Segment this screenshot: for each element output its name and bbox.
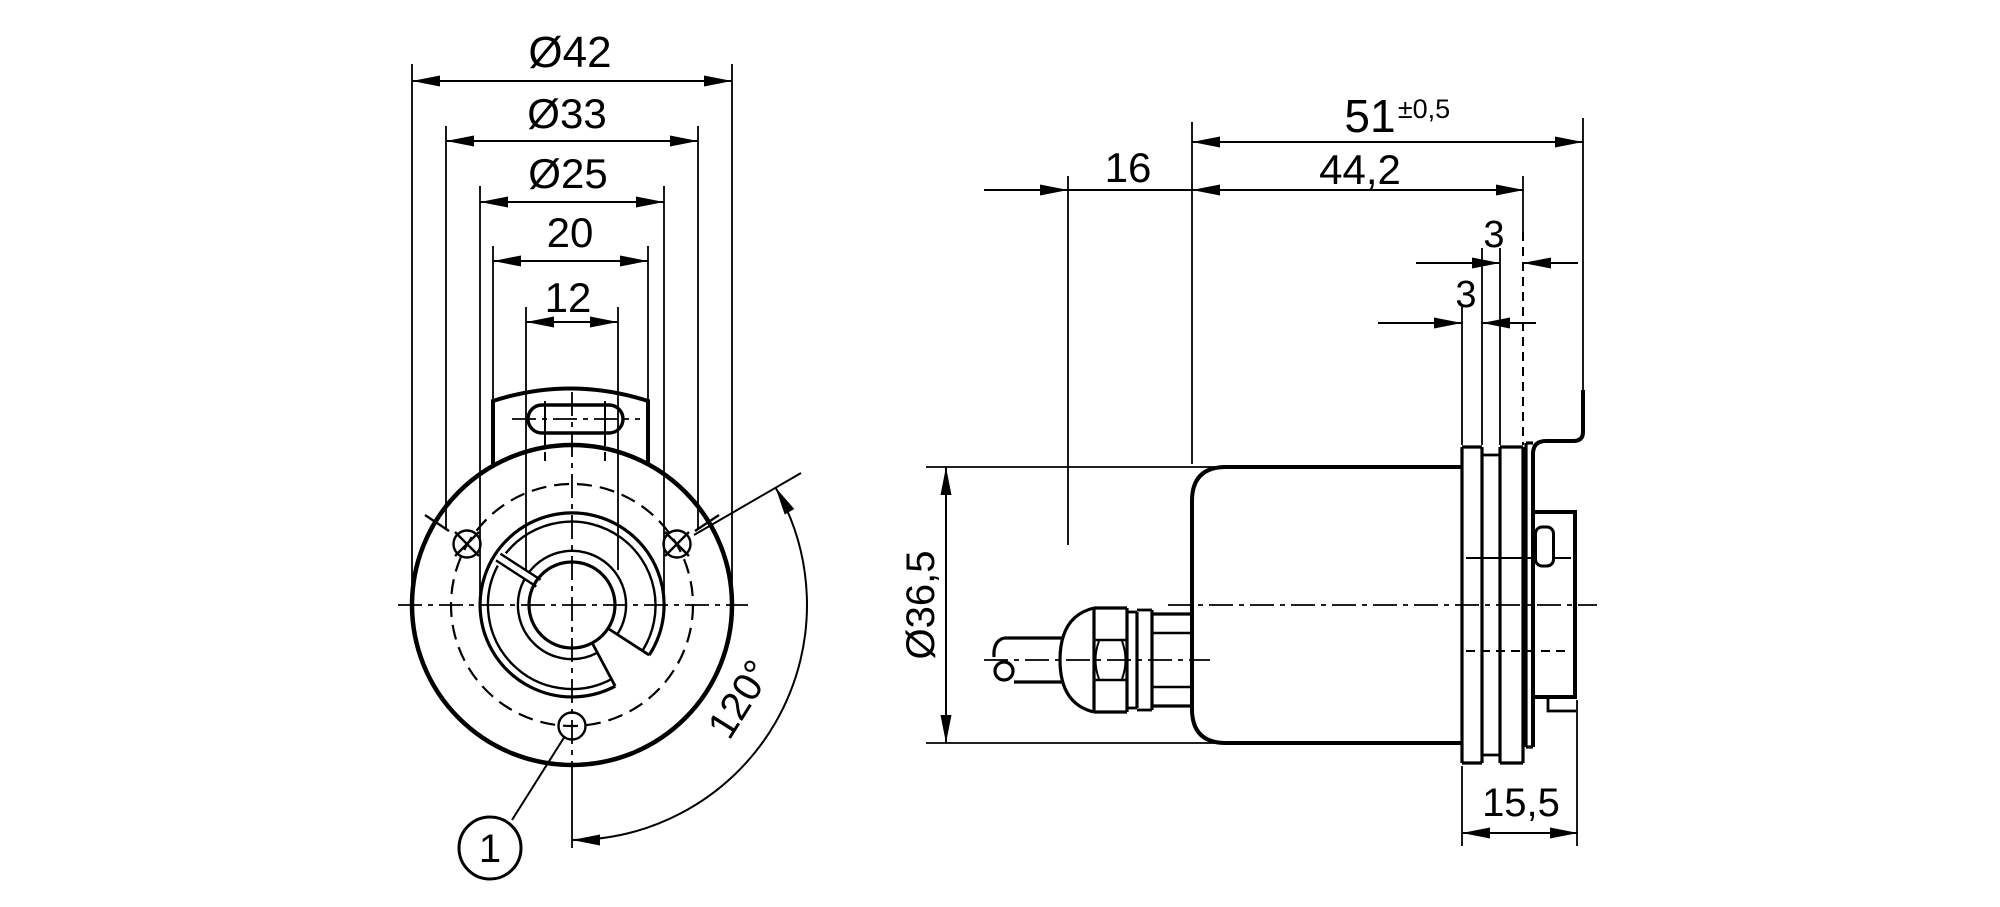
hollow-shaft-bore-circle: [527, 560, 617, 650]
balloon-circle: [457, 815, 523, 881]
arrowhead-left: [1462, 827, 1490, 839]
arrowhead-left: [1434, 317, 1462, 329]
encoder-housing-side: [1190, 390, 1585, 765]
callout-balloon-1: 1: [457, 735, 566, 881]
arrowhead-right: [620, 255, 648, 267]
dimension-length-15-5: 15,5: [1461, 700, 1578, 846]
arrowhead-left: [480, 196, 508, 208]
clamp-slit-edge-a: [499, 552, 542, 581]
arrowhead-top: [775, 487, 795, 515]
gland-hex-arc-right: [1121, 640, 1127, 680]
arrowhead-left: [412, 75, 440, 87]
clamp-gap-edge-upper: [608, 627, 650, 657]
gland-dome-profile: [1058, 606, 1095, 714]
dimension-label: Ø36,5: [899, 551, 943, 660]
dimension-width-12: 12: [525, 274, 619, 570]
dimension-label: Ø42: [528, 28, 611, 77]
balloon-number: 1: [479, 827, 501, 871]
dimension-label: Ø33: [527, 90, 606, 137]
arrowhead-left: [526, 316, 554, 328]
screw-slot-line-b: [454, 531, 480, 557]
dimension-diameter-36-5: Ø36,5: [899, 466, 1222, 744]
arrowhead-right: [670, 135, 698, 147]
bolt-circle-dashed: [449, 482, 695, 728]
angle-radial-line: [693, 472, 802, 536]
dimension-label: 51: [1344, 90, 1395, 142]
dimension-label: 3: [1455, 274, 1476, 316]
front-centerlines: [398, 392, 748, 848]
dimension-label: 12: [545, 274, 592, 321]
arrowhead-right: [1555, 136, 1583, 148]
collar-inner-circle-a: [486, 565, 612, 691]
cable-stub: [992, 636, 1063, 684]
clamp-lower-step: [1546, 698, 1576, 713]
dimension-rib-3-second: 3: [1378, 248, 1536, 445]
arrowhead-top: [940, 467, 952, 495]
dimension-width-20: 20: [492, 209, 649, 400]
dimension-length-16-and-44-2: 16 44,2: [984, 144, 1524, 545]
dimension-label: 3: [1483, 214, 1504, 256]
gland-hex-arc-left: [1094, 640, 1100, 680]
witness-slash: [424, 514, 450, 532]
housing-outer-circle: [409, 442, 735, 768]
arrowhead-16-left: [1040, 184, 1068, 196]
terminal-block-outline: [491, 386, 650, 466]
dimension-rib-3-first: 3: [1416, 214, 1578, 445]
coupling-bracket-tab: [1531, 390, 1585, 747]
cable-end-circle: [993, 660, 1015, 682]
clamp-ring-arc-a: [516, 579, 598, 661]
arrowhead-left: [1192, 136, 1220, 148]
mounting-screw-right: [662, 514, 720, 559]
dimension-label: 20: [547, 209, 594, 256]
dimension-tolerance: ±0,5: [1398, 94, 1450, 124]
arrowhead-left: [1472, 257, 1500, 269]
collar-outer-circle: [478, 511, 666, 699]
mounting-screw-left: [424, 514, 482, 559]
arrowhead-left: [493, 255, 521, 267]
cable-end-cap: [992, 636, 1005, 658]
clamp-slit-edge-b: [495, 559, 537, 588]
cable-gland: [1058, 606, 1192, 714]
housing-body-outline: [1190, 465, 1462, 745]
arrowhead-right: [1550, 827, 1578, 839]
leader-line: [511, 735, 566, 821]
dimension-diameter-33: Ø33: [445, 90, 699, 530]
screw-slot-line-b: [664, 531, 690, 557]
encoder-front-face: [409, 386, 735, 768]
arrowhead-bottom: [572, 834, 600, 846]
dimension-length-51: 51 ±0,5: [1191, 90, 1584, 464]
clamp-gap-edge-lower: [591, 643, 617, 687]
clamp-ring-arc-b: [528, 549, 628, 636]
dimension-label-16: 16: [1105, 144, 1152, 191]
arrowhead-right: [636, 196, 664, 208]
collar-inner-circle-b: [504, 520, 657, 652]
arrowhead-bottom: [940, 715, 952, 743]
arrowhead-44-2-right: [1496, 184, 1524, 196]
side-centerlines: [984, 604, 1597, 661]
angle-arc: [571, 487, 808, 841]
shaft-clamp-block: [1531, 510, 1577, 699]
arrowhead-right: [590, 316, 618, 328]
arrowhead-right: [704, 75, 732, 87]
arrowhead-shared: [1192, 184, 1220, 196]
dimension-label: 15,5: [1482, 781, 1560, 825]
dimension-label: Ø25: [528, 150, 607, 197]
witness-slash: [694, 514, 720, 532]
arrowhead-left: [446, 135, 474, 147]
arrowhead-right: [1482, 317, 1510, 329]
dimension-diameter-42: Ø42: [411, 28, 733, 598]
arrowhead-right: [1523, 257, 1551, 269]
dimension-diameter-25: Ø25: [479, 150, 665, 600]
side-view: Ø36,5 51 ±0,5 16 44,2: [899, 90, 1597, 846]
dimension-label-44-2: 44,2: [1319, 146, 1401, 193]
clamp-screw-slot: [1534, 525, 1555, 568]
mounting-hole-bottom: [557, 711, 587, 741]
front-view: Ø42 Ø33 Ø25 20: [398, 28, 808, 881]
